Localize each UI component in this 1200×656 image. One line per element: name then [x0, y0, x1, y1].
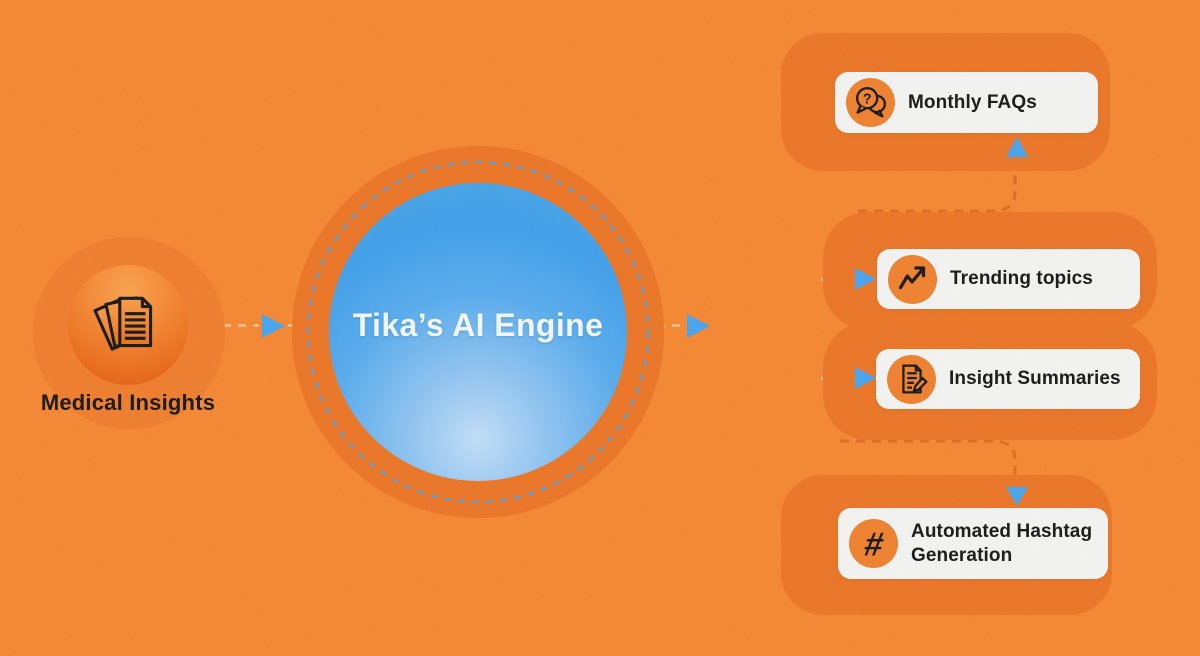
arrow-to-automated-hashtag: [1006, 487, 1028, 506]
document-pen-icon: [901, 364, 927, 394]
arrow-to-insight-summaries: [855, 367, 876, 389]
card-automated-hashtag: # Automated Hashtag Generation: [838, 508, 1108, 579]
documents-stack-icon: [93, 296, 153, 351]
card-label-automated-hashtag: Automated Hashtag Generation: [911, 520, 1093, 566]
arrow-source-to-engine: [262, 314, 285, 338]
card-monthly-faqs: ? Monthly FAQs: [835, 72, 1098, 133]
arrow-to-trending-topics: [855, 268, 876, 290]
trend-up-icon: [898, 266, 925, 290]
engine-label: Tika’s AI Engine: [352, 306, 604, 343]
chat-question-icon: ?: [855, 86, 886, 118]
source-label: Medical Insights: [40, 390, 216, 415]
card-label-monthly-faqs: Monthly FAQs: [908, 91, 1037, 113]
hashtag-icon-circle: #: [849, 519, 898, 568]
engine-circle: Tika’s AI Engine: [329, 183, 627, 481]
svg-text:#: #: [861, 526, 886, 563]
dashed-line-source-to-engine: [223, 324, 259, 327]
arrow-engine-to-outputs: [687, 314, 710, 338]
arrow-to-monthly-faqs: [1006, 137, 1028, 157]
card-label-insight-summaries: Insight Summaries: [949, 368, 1121, 390]
card-label-trending-topics: Trending topics: [950, 268, 1093, 290]
document-pen-icon-circle: [887, 354, 936, 404]
card-insight-summaries: Insight Summaries: [876, 349, 1140, 409]
medical-insights-icon-circle: [68, 265, 188, 385]
trend-up-icon-circle: [888, 254, 937, 304]
chat-question-icon-circle: ?: [846, 78, 895, 127]
svg-text:?: ?: [862, 91, 871, 107]
card-trending-topics: Trending topics: [877, 249, 1140, 309]
hashtag-icon: #: [861, 526, 886, 563]
